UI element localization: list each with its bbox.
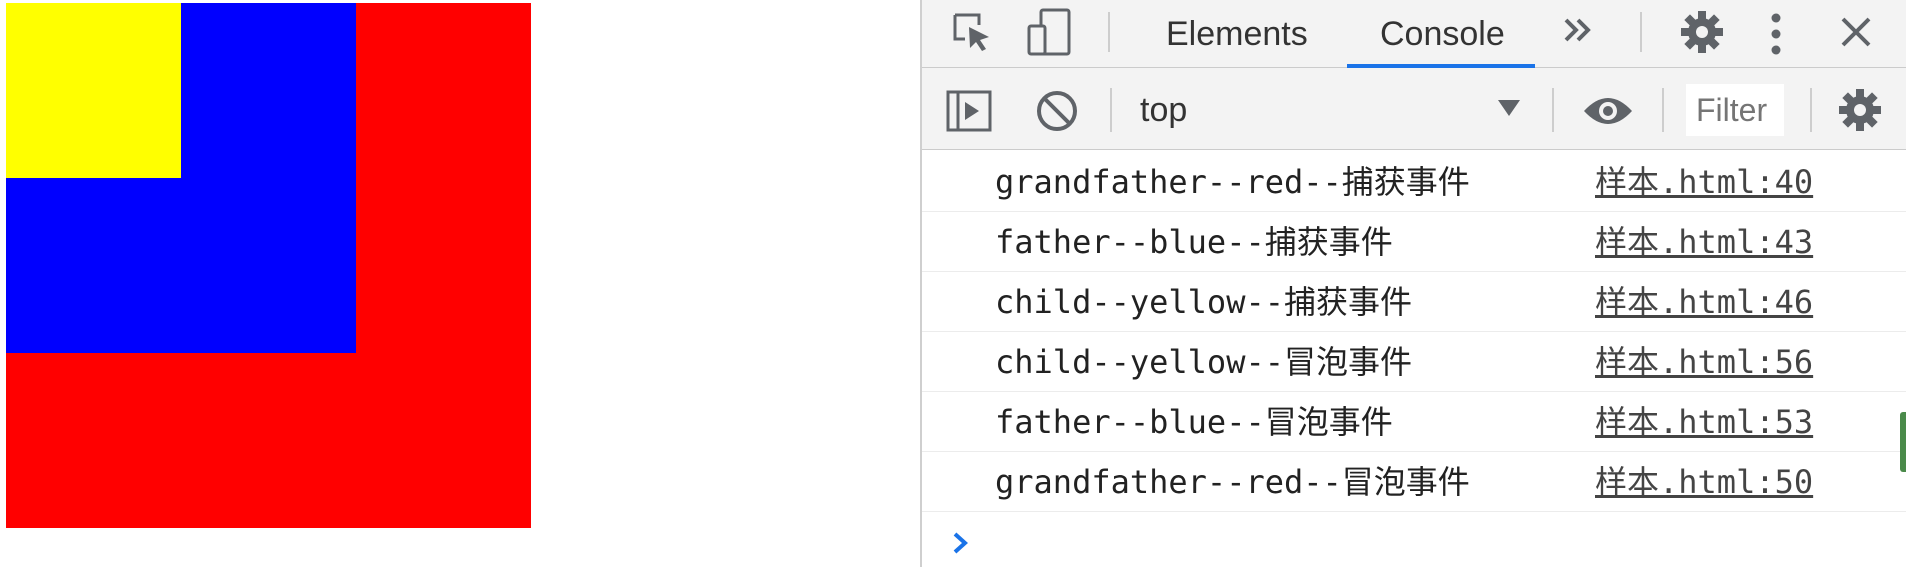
prompt-chevron-icon	[953, 532, 968, 554]
toolbar-divider	[1110, 88, 1112, 132]
scrollbar-handle[interactable]	[1900, 412, 1906, 472]
log-source-link[interactable]: 样本.html:56	[1595, 343, 1814, 381]
context-selector[interactable]: top	[1122, 82, 1522, 138]
log-message: grandfather--red--捕获事件	[995, 163, 1470, 201]
log-source-link[interactable]: 样本.html:43	[1595, 223, 1814, 261]
log-message: child--yellow--捕获事件	[995, 283, 1412, 321]
context-value: top	[1140, 91, 1188, 129]
gear-icon[interactable]	[1676, 6, 1728, 58]
close-icon[interactable]	[1832, 8, 1880, 56]
toolbar-divider	[1640, 12, 1642, 52]
log-message: father--blue--捕获事件	[995, 223, 1393, 261]
console-log-row: child--yellow--冒泡事件 样本.html:56	[922, 332, 1906, 392]
toolbar-divider	[1810, 88, 1812, 132]
console-log-row: child--yellow--捕获事件 样本.html:46	[922, 272, 1906, 332]
console-prompt[interactable]	[949, 528, 979, 558]
child-box-yellow[interactable]	[6, 3, 181, 178]
page-viewport	[0, 0, 920, 567]
gear-icon[interactable]	[1834, 84, 1886, 136]
console-log-row: grandfather--red--捕获事件 样本.html:40	[922, 152, 1906, 212]
log-source-link[interactable]: 样本.html:50	[1595, 463, 1814, 501]
log-message: father--blue--冒泡事件	[995, 403, 1393, 441]
active-tab-indicator	[1347, 64, 1535, 68]
toolbar-divider	[1552, 88, 1554, 132]
console-log-row: father--blue--捕获事件 样本.html:43	[922, 212, 1906, 272]
kebab-menu-icon[interactable]	[1760, 8, 1792, 60]
log-message: grandfather--red--冒泡事件	[995, 463, 1470, 501]
console-toolbar: top	[922, 68, 1906, 150]
father-box-blue[interactable]	[6, 3, 356, 353]
log-source-link[interactable]: 样本.html:53	[1595, 403, 1814, 441]
devtools-main-toolbar: Elements Console	[922, 0, 1906, 68]
inspect-element-icon[interactable]	[948, 8, 998, 58]
toolbar-divider	[1662, 88, 1664, 132]
tab-elements[interactable]: Elements	[1166, 15, 1308, 53]
filter-input[interactable]	[1686, 84, 1784, 136]
dropdown-triangle-icon	[1498, 100, 1520, 116]
console-log-row: grandfather--red--冒泡事件 样本.html:50	[922, 452, 1906, 512]
log-source-link[interactable]: 样本.html:40	[1595, 163, 1814, 201]
grandfather-box-red[interactable]	[6, 3, 531, 528]
show-sidebar-icon[interactable]	[944, 86, 994, 136]
console-log-row: father--blue--冒泡事件 样本.html:53	[922, 392, 1906, 452]
device-toolbar-icon[interactable]	[1022, 6, 1076, 60]
eye-icon[interactable]	[1580, 86, 1636, 136]
clear-console-icon[interactable]	[1032, 86, 1082, 136]
chevron-double-right-icon[interactable]	[1558, 10, 1598, 50]
tab-console[interactable]: Console	[1380, 15, 1505, 53]
toolbar-divider	[1108, 12, 1110, 52]
log-message: child--yellow--冒泡事件	[995, 343, 1412, 381]
devtools-panel: Elements Console	[920, 0, 1906, 567]
log-source-link[interactable]: 样本.html:46	[1595, 283, 1814, 321]
